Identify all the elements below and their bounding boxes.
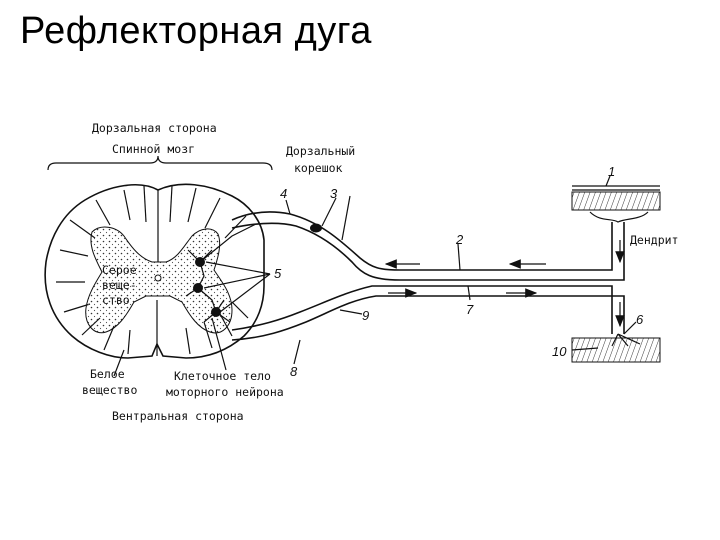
number-4: 4 — [280, 186, 287, 201]
sensory-fiber — [231, 211, 625, 281]
number-3: 3 — [330, 186, 338, 201]
leader-lines — [113, 175, 637, 377]
label-gray-matter-3: ство — [102, 293, 130, 307]
signal-arrows — [384, 240, 625, 328]
label-ventral-side: Вентральная сторона — [112, 409, 244, 423]
label-cell-body-2: моторного нейрона — [166, 385, 284, 399]
spinal-cord-section — [44, 183, 265, 359]
interneurons — [185, 223, 257, 323]
label-cell-body-1: Клеточное тело — [174, 369, 271, 383]
label-dorsal-root-2: корешок — [294, 161, 343, 175]
label-gray-matter-2: веще- — [102, 278, 137, 292]
label-white-matter-1: Белое — [90, 367, 125, 381]
number-7: 7 — [466, 302, 474, 317]
label-spinal-cord: Спинной мозг — [112, 142, 195, 156]
number-1: 1 — [608, 164, 615, 179]
skin-receptor — [571, 185, 661, 223]
label-dorsal-root: Дорзальный — [286, 144, 355, 158]
number-10: 10 — [552, 344, 567, 359]
number-8: 8 — [290, 364, 298, 379]
number-2: 2 — [455, 232, 464, 247]
muscle-effector — [571, 333, 661, 363]
number-9: 9 — [362, 308, 369, 323]
label-white-matter-2: вещество — [82, 383, 137, 397]
label-dorsal-side: Дорзальная сторона — [92, 121, 217, 135]
label-gray-matter-1: Серое — [102, 263, 137, 277]
slide-title: Рефлекторная дуга — [20, 10, 372, 52]
number-5: 5 — [274, 266, 282, 281]
number-6: 6 — [636, 312, 644, 327]
label-dendrite: Дендрит — [630, 233, 678, 247]
motor-fiber — [231, 285, 625, 341]
spinal-cord-brace — [47, 155, 273, 171]
